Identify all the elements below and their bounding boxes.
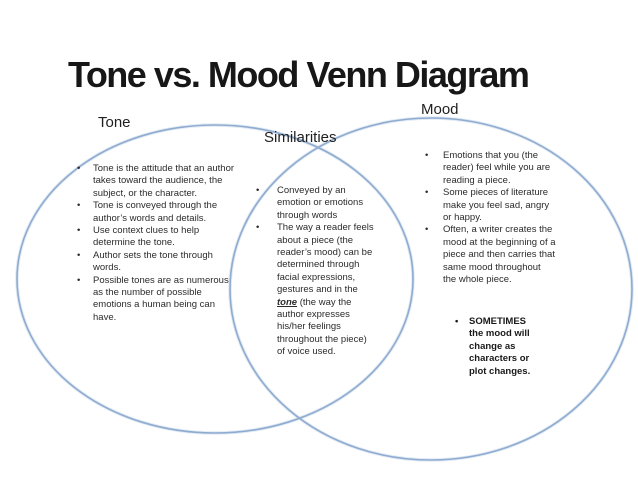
mood-bullet: Some pieces of literature make you feel … [425,187,556,224]
mood-bullet: Emotions that you (the reader) feel whil… [425,150,556,187]
tone-circle [16,124,414,434]
similarities-bullet-text-pre: The way a reader feels about a piece (th… [277,222,374,296]
tone-bullet: Possible tones are as numerous as the nu… [77,275,234,325]
mood-sub-bullet: SOMETIMES the mood will change as charac… [455,316,535,378]
tone-label: Tone [98,114,131,131]
tone-bullet: Tone is the attitude that an author take… [77,163,234,200]
mood-bullet-list: Emotions that you (the reader) feel whil… [425,150,556,286]
similarities-bullet-emphasis: tone [277,296,298,308]
mood-sub-bullet-list: SOMETIMES the mood will change as charac… [455,316,535,378]
similarities-bullet-list: Conveyed by an emotion or emotions throu… [256,185,377,359]
slide-title: Tone vs. Mood Venn Diagram [68,54,530,96]
mood-bullet: Often, a writer creates the mood at the … [425,224,556,286]
similarities-label: Similarities [264,129,337,146]
similarities-bullet-text-post: (the way the author expresses his/her fe… [277,296,367,358]
tone-bullet-list: Tone is the attitude that an author take… [77,163,234,324]
similarities-bullet: Conveyed by an emotion or emotions throu… [256,185,377,222]
tone-bullet: Use context clues to help determine the … [77,225,234,250]
similarities-bullet: The way a reader feels about a piece (th… [256,222,377,358]
tone-bullet: Author sets the tone through words. [77,250,234,275]
mood-label: Mood [421,101,459,118]
tone-bullet: Tone is conveyed through the author’s wo… [77,200,234,225]
